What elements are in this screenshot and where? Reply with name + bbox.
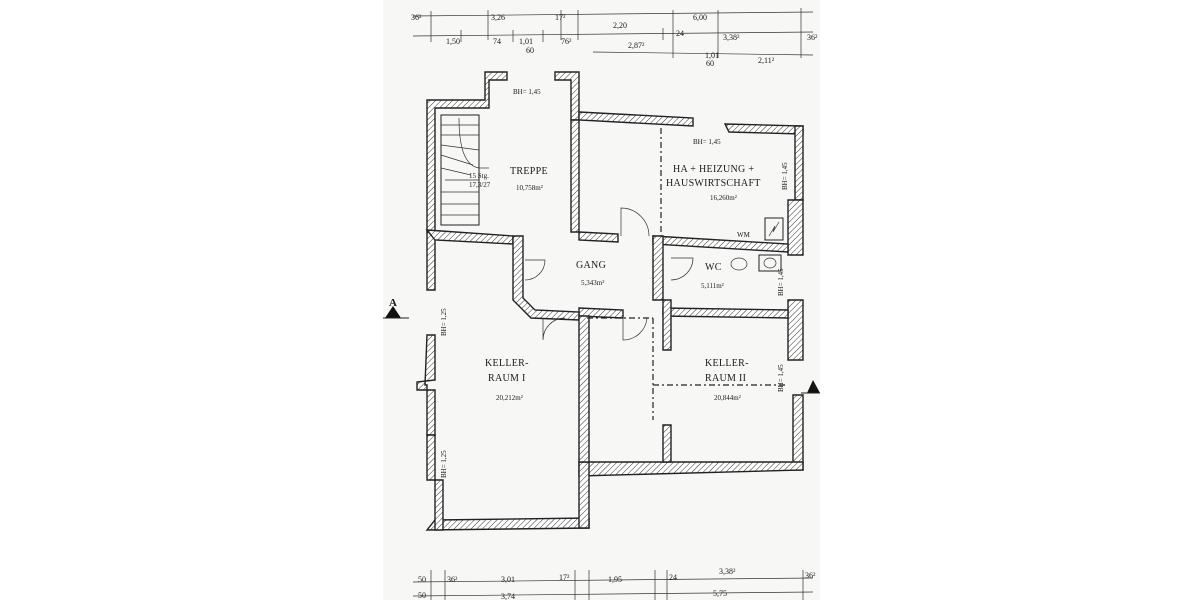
stair-ratio: 17,3/27 <box>469 181 491 189</box>
dim-top-16: 60 <box>706 59 714 68</box>
dashed-openings <box>587 128 788 420</box>
room-area-treppe: 10,758m² <box>516 184 543 192</box>
dim-bottom-6: 24 <box>669 573 677 582</box>
dim-bottom-8: 36² <box>805 571 816 580</box>
floor-plan-sheet: 36² 3,26 17² 2,20 6,00 1,50 74 1,01 76² … <box>383 0 820 600</box>
section-markers: A A <box>383 297 820 394</box>
dim-top-15: 1,01 <box>705 51 719 60</box>
bh-label-left-1: BH= 1,25 <box>440 308 448 336</box>
dim-top-8: 1,01 <box>519 37 533 46</box>
bh-label-right-2: BH= 1,45 <box>777 268 785 296</box>
room-name-gang: GANG <box>576 260 606 271</box>
dim-bottom-2: 36² <box>447 575 458 584</box>
dimension-lines-top: 36² 3,26 17² 2,20 6,00 1,50 74 1,01 76² … <box>411 8 818 68</box>
fixtures <box>730 217 784 272</box>
floor-plan-drawing: 36² 3,26 17² 2,20 6,00 1,50 74 1,01 76² … <box>383 8 820 600</box>
room-labels: TREPPE 10,758m² 15 Stg. 17,3/27 HA + HEI… <box>469 164 761 402</box>
room-area-wc: 5,111m² <box>701 282 724 290</box>
dim-top-10: 2,87² <box>628 41 645 50</box>
room-name-keller2-1: KELLER- <box>705 358 749 369</box>
room-area-heizung: 16,260m² <box>710 194 737 202</box>
dim-top-11: 24 <box>676 29 684 38</box>
room-area-keller2: 20,844m² <box>714 394 741 402</box>
dim-bottom-7: 3,38² <box>719 567 736 576</box>
window-labels: BH= 1,45 BH= 1,45 BH= 1,45 BH= 1,45 BH= … <box>440 88 789 478</box>
bh-label-left-2: BH= 1,25 <box>440 450 448 478</box>
interior-walls <box>512 119 789 463</box>
dim-top-6: 1,50 <box>446 37 460 46</box>
room-area-gang: 5,343m² <box>581 279 604 287</box>
dim-top-5: 6,00 <box>693 13 707 22</box>
room-name-heizung-1: HA + HEIZUNG + <box>673 164 754 175</box>
dim-top-3: 17² <box>555 13 566 22</box>
exterior-walls <box>416 71 804 531</box>
bh-label-right-3: BH= 1,45 <box>777 364 785 392</box>
dim-top-12: 3,38² <box>723 33 740 42</box>
dim-top-17: 2,11² <box>758 56 775 65</box>
dim-top-7: 74 <box>493 37 501 46</box>
room-name-keller2-2: RAUM II <box>705 373 746 384</box>
bh-label-treppe: BH= 1,45 <box>513 88 541 96</box>
staircase <box>440 114 489 226</box>
bh-label-right-1: BH= 1,45 <box>781 162 789 190</box>
room-name-wc: WC <box>705 262 722 273</box>
dim-bottom-3: 3,01 <box>501 575 515 584</box>
bh-label-heizung: BH= 1,45 <box>693 138 721 146</box>
room-name-heizung-2: HAUSWIRTSCHAFT <box>666 178 761 189</box>
room-name-keller1-2: RAUM I <box>488 373 526 384</box>
dim-top-1: 36² <box>411 13 422 22</box>
dim-top-4: 2,20 <box>613 21 627 30</box>
dim-bottom-11: 5,75 <box>713 589 727 598</box>
door-swings <box>524 207 694 341</box>
dim-bottom-1: 50 <box>418 575 426 584</box>
room-name-keller1-1: KELLER- <box>485 358 529 369</box>
dimension-lines-bottom: 50 36² 3,01 17² 1,95 24 3,38² 36² 50 3,7… <box>412 567 816 600</box>
room-area-keller1: 20,212m² <box>496 394 523 402</box>
stair-count: 15 Stg. <box>469 172 489 180</box>
dim-bottom-5: 1,95 <box>608 575 622 584</box>
dim-bottom-9: 50 <box>418 591 426 600</box>
dim-top-14: 60 <box>526 46 534 55</box>
section-a-right: A <box>809 381 817 393</box>
dim-top-13: 36² <box>807 33 818 42</box>
dim-top-9: 76² <box>561 37 572 46</box>
dim-bottom-10: 3,74 <box>501 592 515 600</box>
dim-bottom-4: 17² <box>559 573 570 582</box>
section-a-left: A <box>389 297 397 309</box>
room-name-treppe: TREPPE <box>510 166 548 177</box>
dim-top-2: 3,26 <box>491 13 505 22</box>
wm-label: WM <box>737 231 751 239</box>
